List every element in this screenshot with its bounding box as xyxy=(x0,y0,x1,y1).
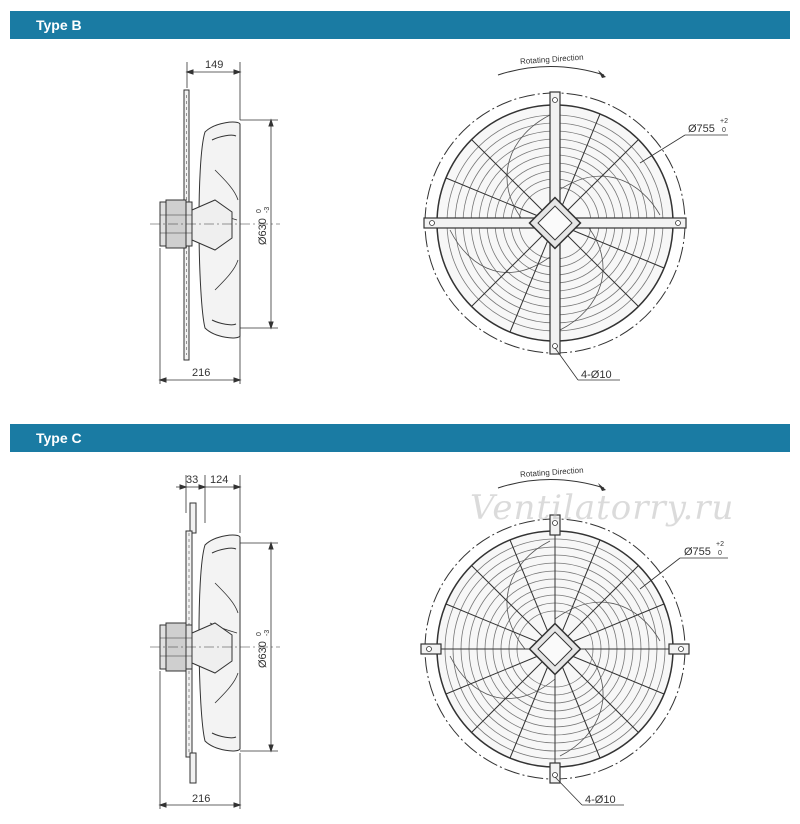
mounting-holes xyxy=(426,520,684,778)
dimension-diameter: Ø630 0 -3 xyxy=(240,541,278,753)
dim-holes: 4-Ø10 xyxy=(581,369,612,381)
tol-upper-755: +2 xyxy=(716,541,724,548)
dim-216: 216 xyxy=(192,793,210,805)
leader-outer-diameter: Ø755 +2 0 xyxy=(639,118,728,164)
watermark: Ventilatorry.ru xyxy=(470,488,735,528)
dim-outer-755: Ø755 xyxy=(688,123,715,135)
tol-lower: -3 xyxy=(264,630,271,636)
leader-outer-diameter: Ø755 +2 0 xyxy=(639,541,728,590)
side-view: 33 124 Ø630 0 -3 xyxy=(150,474,280,809)
hub-center xyxy=(537,205,573,241)
tol-lower: -3 xyxy=(264,207,271,213)
section-header-type-b: Type B xyxy=(10,11,790,39)
dim-holes: 4-Ø10 xyxy=(585,794,616,806)
tol-upper: 0 xyxy=(256,632,263,636)
dim-216: 216 xyxy=(192,367,210,379)
dim-33: 33 xyxy=(186,474,198,486)
tol-upper-755: +2 xyxy=(720,118,728,125)
tol-upper: 0 xyxy=(256,209,263,213)
blade-curves xyxy=(449,114,661,331)
dim-outer-755: Ø755 xyxy=(684,546,711,558)
front-view: Rotating Direction xyxy=(420,466,728,806)
section-header-type-c: Type C xyxy=(10,424,790,452)
rotating-direction-label: Rotating Direction xyxy=(520,53,584,66)
dimension-top: 33 124 xyxy=(176,474,242,533)
dim-149: 149 xyxy=(205,59,223,71)
dimension-bottom: 216 xyxy=(158,248,242,384)
dim-diameter-630: Ø630 xyxy=(257,641,269,668)
leader-holes: 4-Ø10 xyxy=(554,776,624,806)
section-title: Type C xyxy=(36,430,82,446)
front-view: Rotating Direction xyxy=(423,53,728,381)
dim-diameter-630: Ø630 xyxy=(257,218,269,245)
blade-curves xyxy=(449,540,661,757)
dimension-bottom: 216 xyxy=(158,671,242,809)
mounting-holes xyxy=(429,97,681,349)
section-title: Type B xyxy=(36,17,82,33)
dimension-diameter: Ø630 0 -3 xyxy=(240,118,278,330)
tol-lower-755: 0 xyxy=(718,550,722,557)
type-c-drawing: 33 124 Ø630 0 -3 xyxy=(150,466,728,809)
dim-124: 124 xyxy=(210,474,228,486)
leader-holes: 4-Ø10 xyxy=(554,347,620,381)
dimension-top: 149 xyxy=(185,59,242,120)
type-b-drawing: 149 Ø630 0 -3 xyxy=(150,53,728,384)
side-view: 149 Ø630 0 -3 xyxy=(150,59,280,384)
tol-lower-755: 0 xyxy=(722,127,726,134)
rotation-arrow xyxy=(497,479,605,489)
hub-center xyxy=(537,631,573,667)
rotation-arrow xyxy=(497,66,605,76)
rotating-direction-label: Rotating Direction xyxy=(520,466,584,479)
